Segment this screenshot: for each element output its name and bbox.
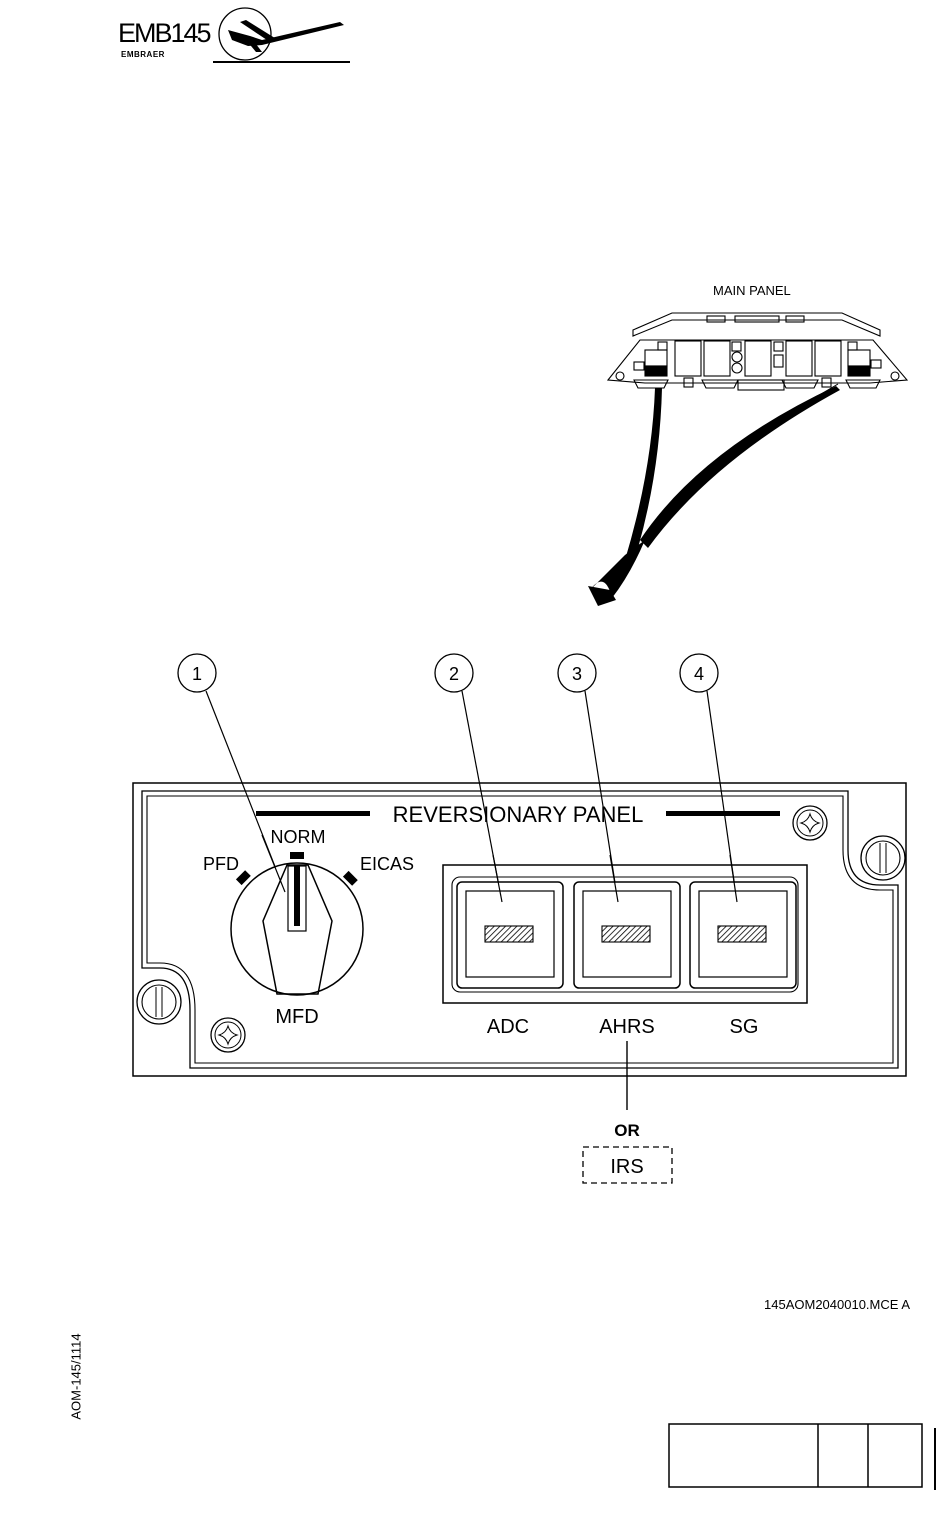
document-code: AOM-145/1114 — [69, 1333, 84, 1419]
or-label: OR — [614, 1121, 640, 1140]
callout-3: 3 — [558, 654, 596, 692]
phillips-screw-icon — [793, 806, 827, 840]
detent-mark-norm — [290, 852, 304, 859]
callout-1: 1 — [178, 654, 216, 692]
annunciator-light — [485, 926, 533, 942]
adc-label: ADC — [487, 1016, 529, 1038]
callout-number: 1 — [192, 664, 202, 684]
figure-code: 145AOM2040010.MCE A — [764, 1297, 910, 1312]
location-arrow-icon — [588, 384, 840, 606]
irs-label: IRS — [610, 1156, 643, 1178]
ahrs-label: AHRS — [599, 1016, 655, 1038]
annunciator-light — [602, 926, 650, 942]
annunciator-light — [718, 926, 766, 942]
selector-label-pfd: PFD — [203, 854, 239, 874]
display-selector-knob[interactable] — [231, 863, 363, 995]
aircraft-logo-icon — [213, 8, 350, 62]
phillips-screw-icon — [211, 1018, 245, 1052]
selector-label-eicas: EICAS — [360, 854, 414, 874]
callout-4: 4 — [680, 654, 718, 692]
adc-button[interactable] — [457, 882, 563, 988]
callout-2: 2 — [435, 654, 473, 692]
slotted-screw-icon — [137, 980, 181, 1024]
panel-title: REVERSIONARY PANEL — [393, 802, 644, 827]
sg-button[interactable] — [690, 882, 796, 988]
selector-label-mfd: MFD — [275, 1006, 318, 1028]
main-panel-locator — [608, 313, 907, 390]
main-panel-title: MAIN PANEL — [713, 283, 791, 298]
callout-number: 2 — [449, 664, 459, 684]
callout-number: 3 — [572, 664, 582, 684]
sg-label: SG — [730, 1016, 759, 1038]
selector-label-norm: NORM — [271, 827, 326, 847]
slotted-screw-icon — [861, 836, 905, 880]
callout-number: 4 — [694, 664, 704, 684]
revision-block — [669, 1424, 935, 1490]
ahrs-button[interactable] — [574, 882, 680, 988]
